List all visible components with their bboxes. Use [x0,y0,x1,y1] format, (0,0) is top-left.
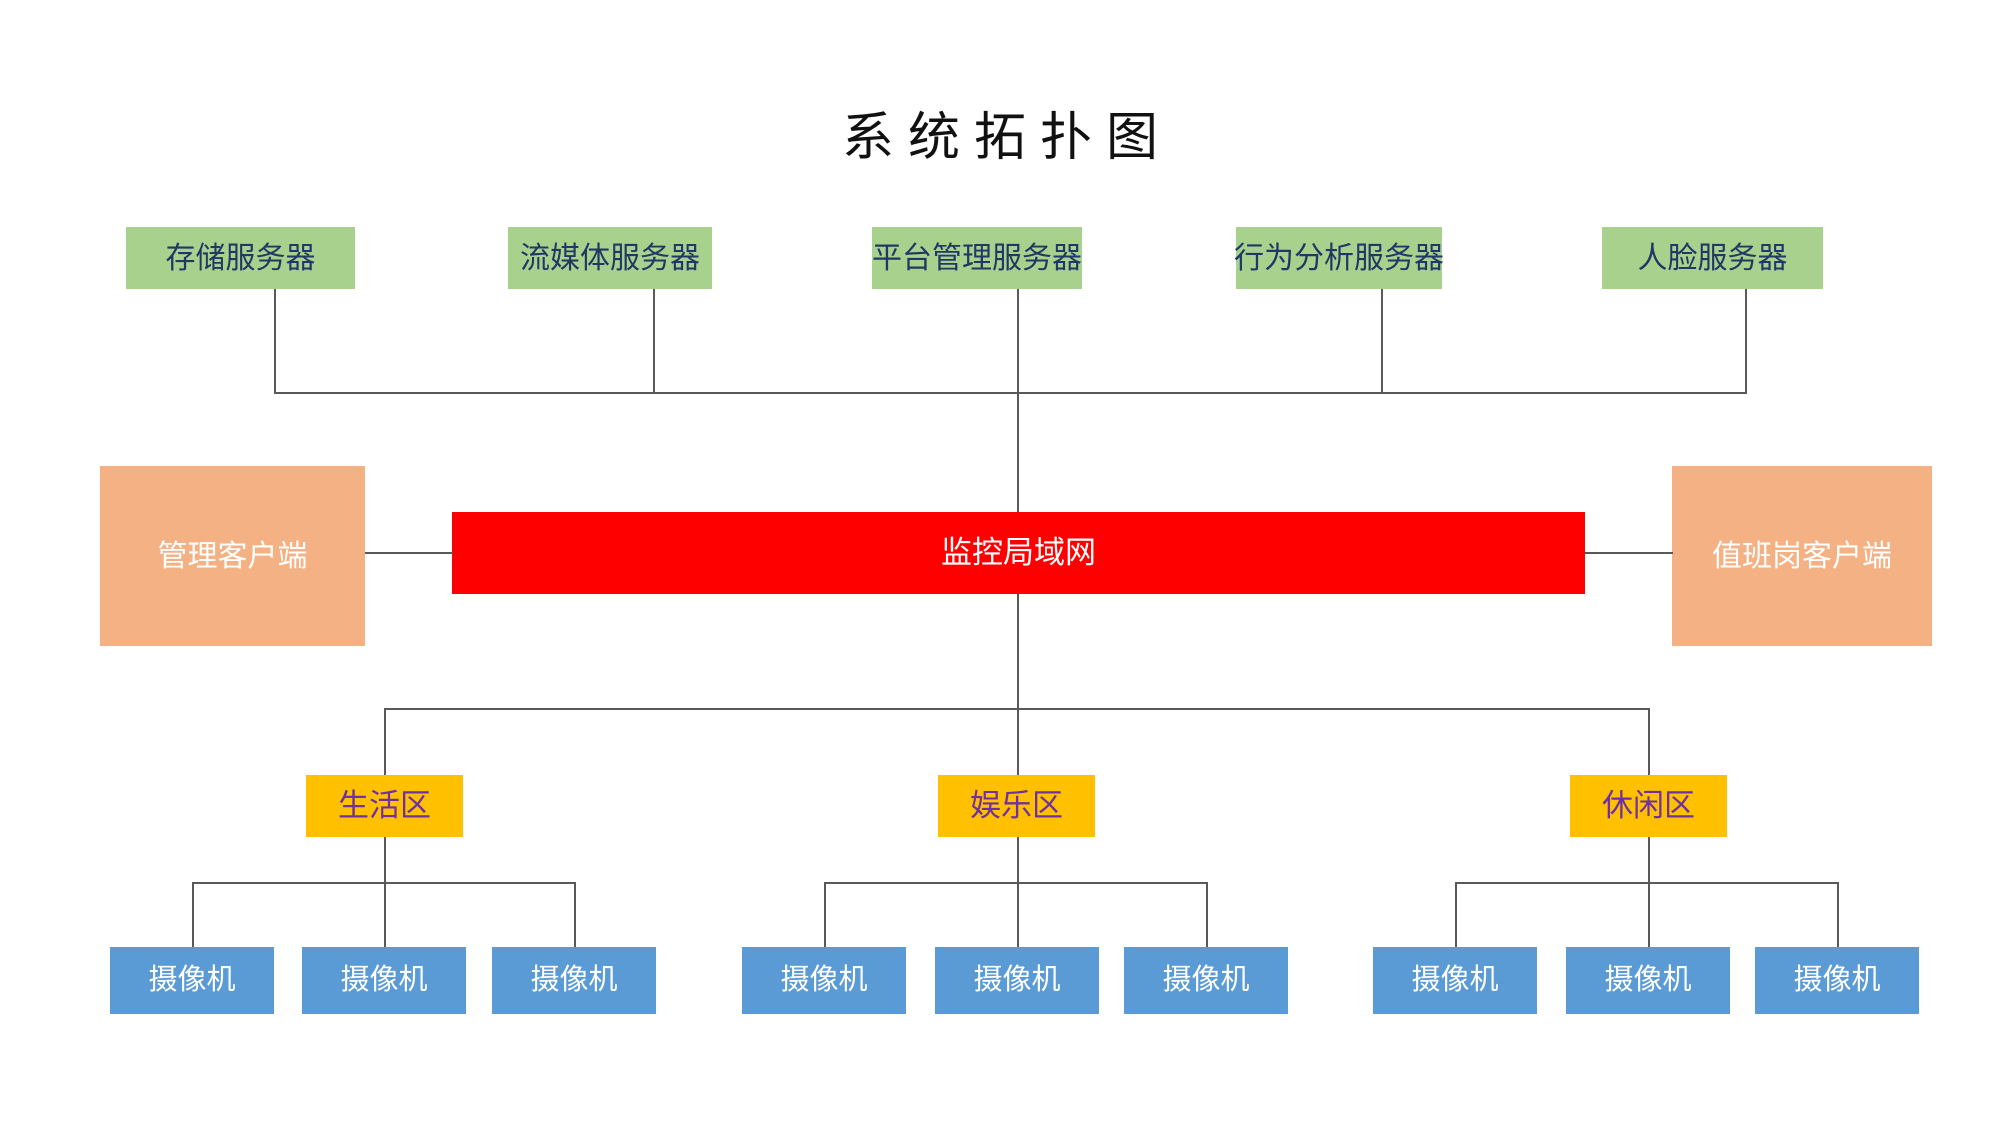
node-label: 摄像机 [1793,963,1881,996]
node-client-management[interactable]: 管理客户端 [100,466,365,646]
connector-camera-entertainment-3-drop [1206,882,1208,947]
node-label: 平台管理服务器 [872,241,1082,275]
connector-camera-leisure-3-drop [1837,882,1839,947]
node-label: 休闲区 [1602,787,1695,823]
node-zone-leisure-area[interactable]: 休闲区 [1570,775,1727,837]
connector-bus-to-lan [1017,392,1019,512]
connector-server-platform-drop [1017,289,1019,394]
connector-server-face-drop [1745,289,1747,394]
node-server-storage[interactable]: 存储服务器 [126,227,355,289]
node-camera-living-2[interactable]: 摄像机 [302,947,466,1014]
connector-zone-living-drop [384,708,386,780]
node-label: 摄像机 [1604,963,1692,996]
node-label: 人脸服务器 [1637,241,1788,275]
page-title: 系统拓扑图 [841,109,1172,167]
node-label: 娱乐区 [970,787,1063,823]
node-label: 摄像机 [973,963,1061,996]
connector-server-bus [274,392,1747,394]
node-label: 管理客户端 [157,539,308,573]
connector-server-behavior-drop [1381,289,1383,394]
connector-camera-living-1-drop [192,882,194,947]
connector-zone-bus [384,708,1650,710]
node-label: 摄像机 [780,963,868,996]
connector-camera-bus-entertainment [824,882,1206,884]
node-camera-entertainment-1[interactable]: 摄像机 [742,947,906,1014]
node-server-platform-management[interactable]: 平台管理服务器 [872,227,1082,289]
node-zone-entertainment-area[interactable]: 娱乐区 [938,775,1095,837]
node-label: 生活区 [338,787,431,823]
node-camera-living-1[interactable]: 摄像机 [110,947,274,1014]
node-label: 流媒体服务器 [520,241,700,275]
node-label: 行为分析服务器 [1234,241,1444,275]
connector-management-client-to-lan [365,552,453,554]
connector-zone-entertainment-to-camera-bus [1017,837,1019,883]
connector-camera-entertainment-2-drop [1017,882,1019,947]
connector-camera-bus-leisure [1455,882,1837,884]
connector-camera-living-2-drop [384,882,386,947]
node-server-streaming[interactable]: 流媒体服务器 [508,227,712,289]
connector-camera-leisure-1-drop [1455,882,1457,947]
connector-server-storage-drop [274,289,276,394]
node-camera-leisure-2[interactable]: 摄像机 [1566,947,1730,1014]
connector-server-streaming-drop [653,289,655,394]
connector-camera-bus-living [192,882,574,884]
connector-camera-entertainment-1-drop [824,882,826,947]
node-label: 摄像机 [530,963,618,996]
connector-zone-leisure-to-camera-bus [1648,837,1650,883]
connector-zone-recreation-drop [1648,708,1650,780]
connector-camera-leisure-2-drop [1648,882,1650,947]
node-zone-living-area[interactable]: 生活区 [306,775,463,837]
node-label: 存储服务器 [165,241,316,275]
node-label: 监控局域网 [941,534,1096,570]
connector-lan-to-duty-client [1585,552,1673,554]
node-camera-living-3[interactable]: 摄像机 [492,947,656,1014]
connector-lan-to-zone-bus [1017,594,1019,780]
node-label: 摄像机 [148,963,236,996]
node-camera-leisure-1[interactable]: 摄像机 [1373,947,1537,1014]
node-server-behavior-analysis[interactable]: 行为分析服务器 [1234,227,1444,289]
node-camera-leisure-3[interactable]: 摄像机 [1755,947,1919,1014]
node-monitoring-lan[interactable]: 监控局域网 [452,512,1585,594]
node-label: 摄像机 [340,963,428,996]
node-label: 摄像机 [1411,963,1499,996]
node-camera-entertainment-3[interactable]: 摄像机 [1124,947,1288,1014]
node-server-face-recognition[interactable]: 人脸服务器 [1602,227,1823,289]
connector-zone-living-to-camera-bus [384,837,386,883]
connector-camera-living-3-drop [574,882,576,947]
node-label: 值班岗客户端 [1712,539,1892,573]
node-label: 摄像机 [1162,963,1250,996]
node-camera-entertainment-2[interactable]: 摄像机 [935,947,1099,1014]
node-client-duty-station[interactable]: 值班岗客户端 [1672,466,1932,646]
